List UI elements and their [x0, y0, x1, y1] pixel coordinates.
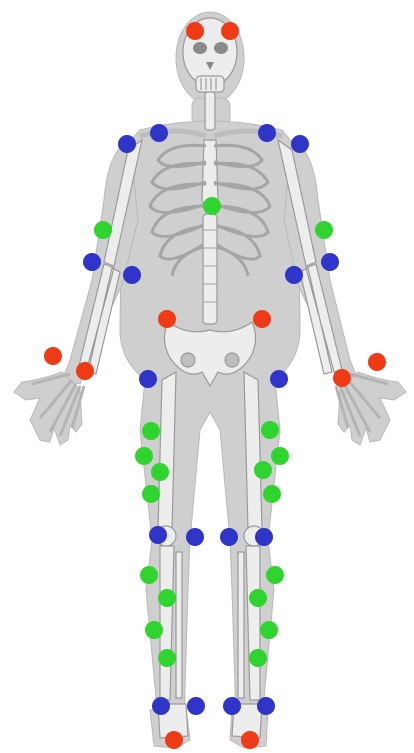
green-marker-dot: [151, 463, 169, 481]
blue-marker-dot: [187, 697, 205, 715]
blue-marker-dot: [186, 528, 204, 546]
blue-marker-dot: [118, 135, 136, 153]
blue-marker-dot: [220, 528, 238, 546]
green-marker-dot: [135, 447, 153, 465]
blue-marker-dot: [149, 526, 167, 544]
blue-marker-dot: [139, 370, 157, 388]
green-marker-dot: [266, 566, 284, 584]
red-marker-dot: [158, 310, 176, 328]
red-marker-dot: [186, 22, 204, 40]
red-marker-dot: [368, 353, 386, 371]
red-marker-dot: [76, 362, 94, 380]
green-marker-dot: [142, 485, 160, 503]
red-marker-dot: [253, 310, 271, 328]
red-marker-dot: [241, 731, 259, 749]
green-marker-dot: [260, 621, 278, 639]
red-marker-dot: [333, 369, 351, 387]
cervical-spine: [205, 92, 215, 130]
blue-marker-dot: [255, 528, 273, 546]
blue-marker-dot: [291, 135, 309, 153]
green-marker-dot: [145, 621, 163, 639]
green-marker-dot: [263, 485, 281, 503]
blue-marker-dot: [83, 253, 101, 271]
green-marker-dot: [254, 461, 272, 479]
blue-marker-dot: [321, 253, 339, 271]
red-marker-dot: [165, 731, 183, 749]
blue-marker-dot: [258, 124, 276, 142]
blue-marker-dot: [223, 697, 241, 715]
green-marker-dot: [203, 197, 221, 215]
blue-marker-dot: [123, 266, 141, 284]
green-marker-dot: [158, 649, 176, 667]
green-marker-dot: [271, 447, 289, 465]
right-tibia: [238, 546, 260, 700]
green-marker-dot: [249, 589, 267, 607]
red-marker-dot: [221, 22, 239, 40]
green-marker-dot: [142, 422, 160, 440]
green-marker-dot: [261, 421, 279, 439]
green-marker-dot: [158, 589, 176, 607]
blue-marker-dot: [150, 124, 168, 142]
green-marker-dot: [249, 649, 267, 667]
left-tibia: [160, 546, 182, 700]
green-marker-dot: [315, 221, 333, 239]
blue-marker-dot: [270, 370, 288, 388]
green-marker-dot: [140, 566, 158, 584]
blue-marker-dot: [257, 697, 275, 715]
red-marker-dot: [44, 347, 62, 365]
green-marker-dot: [94, 221, 112, 239]
blue-marker-dot: [285, 266, 303, 284]
blue-marker-dot: [152, 697, 170, 715]
